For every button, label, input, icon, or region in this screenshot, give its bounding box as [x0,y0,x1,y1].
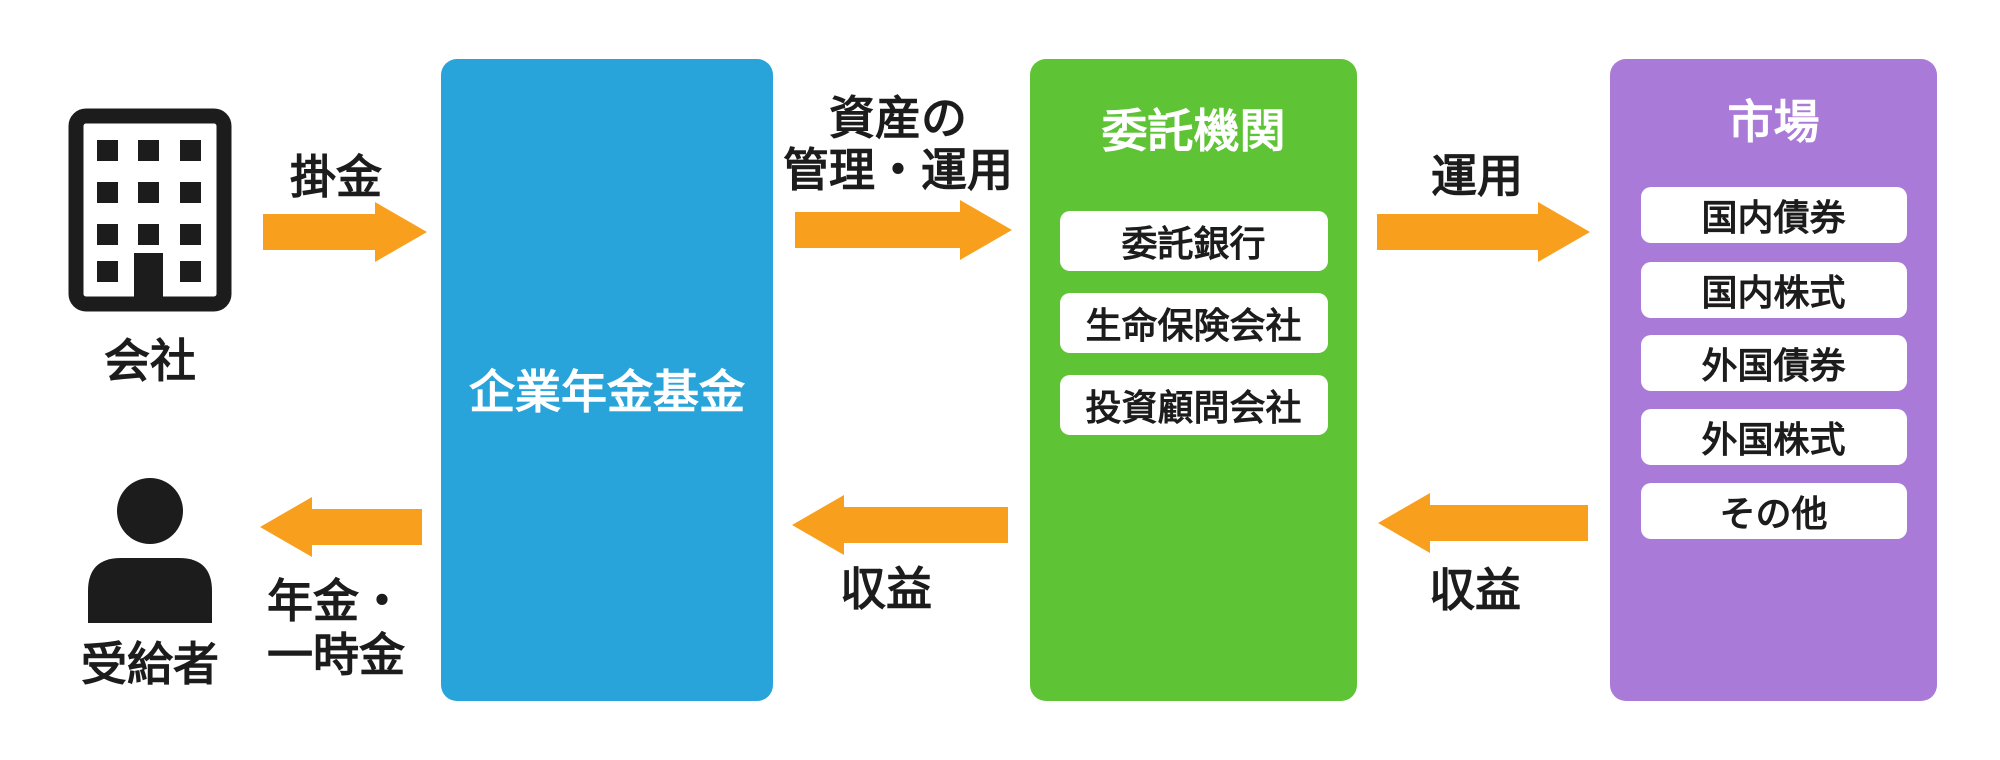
returns-mid-label: 収益 [840,563,932,615]
arrow-shaft [1377,214,1540,250]
market-box: 市場 国内債券 国内株式 外国債券 外国株式 その他 [1610,59,1937,701]
arrow-head [1378,493,1430,553]
returns-mid-arrow-icon [792,495,1008,555]
management-label-line1: 資産の [829,92,967,144]
arrow-head [260,497,312,557]
trustees-title: 委託機関 [1101,105,1286,157]
trustee-item: 生命保険会社 [1059,293,1328,353]
investment-label: 運用 [1431,150,1523,202]
fund-title: 企業年金基金 [469,366,745,418]
beneficiary-label: 受給者 [81,638,219,690]
market-item: 国内債券 [1640,187,1907,243]
arrow-head [1538,202,1590,262]
market-item: 外国債券 [1640,335,1907,391]
market-item: 国内株式 [1640,262,1907,318]
trustee-item: 委託銀行 [1059,211,1328,271]
building-icon [68,108,232,312]
trustee-item: 投資顧問会社 [1059,375,1328,435]
contribution-label: 掛金 [290,151,382,203]
beneficiary-actor [85,477,215,628]
returns-right-label: 収益 [1429,564,1521,616]
fund-box: 企業年金基金 [441,59,773,701]
arrow-shaft [263,214,377,250]
market-title: 市場 [1727,96,1820,148]
arrow-head [792,495,844,555]
returns-right-arrow-icon [1378,493,1588,553]
pension-label: 年金・ 一時金 [236,574,436,682]
arrow-head [960,200,1012,260]
person-icon [88,478,212,623]
company-actor [68,108,232,317]
management-arrow-icon [795,200,1012,260]
management-label-line2: 管理・運用 [783,144,1013,196]
trustees-box: 委託機関 委託銀行 生命保険会社 投資顧問会社 [1030,59,1357,701]
pension-label-line1: 年金・ [267,575,405,627]
contribution-arrow-icon [263,202,427,262]
arrow-shaft [842,507,1008,543]
arrow-shaft [1428,505,1588,541]
market-item: 外国株式 [1640,409,1907,465]
arrow-shaft [795,212,962,248]
investment-arrow-icon [1377,202,1590,262]
company-label: 会社 [104,335,196,387]
pension-label-line2: 一時金 [267,629,405,681]
pension-arrow-icon [260,497,422,557]
management-label: 資産の 管理・運用 [748,92,1048,196]
arrow-shaft [310,509,422,545]
market-item: その他 [1640,483,1907,539]
arrow-head [375,202,427,262]
